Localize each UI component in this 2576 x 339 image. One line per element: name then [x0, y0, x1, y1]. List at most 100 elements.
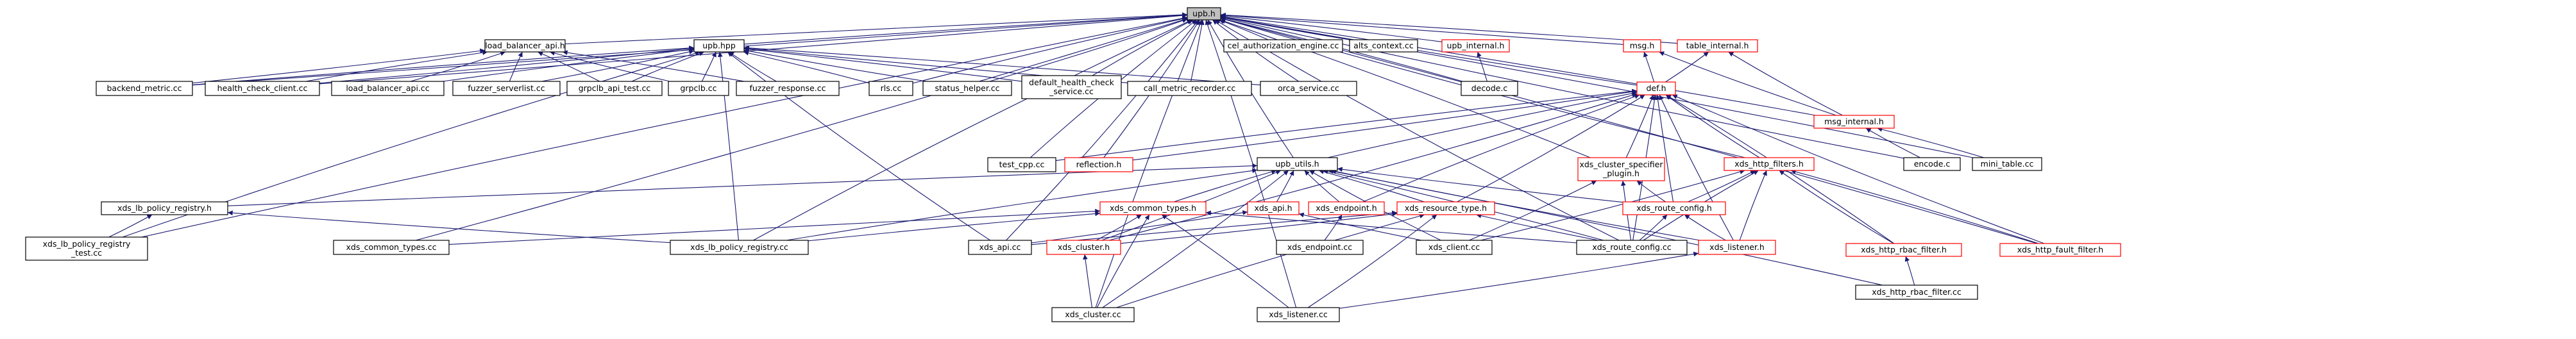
node-box[interactable]: [1127, 81, 1252, 96]
node-cel-authz[interactable]: cel_authorization_engine.cc: [1223, 39, 1343, 53]
node-box[interactable]: [1064, 157, 1133, 172]
node-box[interactable]: [331, 81, 445, 96]
node-alts-context[interactable]: alts_context.cc: [1349, 39, 1418, 53]
node-box[interactable]: [1187, 7, 1221, 21]
node-box[interactable]: [566, 81, 663, 96]
node-box[interactable]: [1999, 243, 2121, 257]
node-box[interactable]: [1698, 240, 1776, 255]
node-grpclb-cc[interactable]: grpclb.cc: [668, 81, 729, 96]
node-box[interactable]: [1903, 157, 1961, 171]
node-box[interactable]: [1416, 240, 1493, 255]
node-xds-cluster-cc[interactable]: xds_cluster.cc: [1051, 307, 1135, 322]
node-box[interactable]: [484, 39, 566, 53]
node-table-internal-h[interactable]: table_internal.h: [1677, 39, 1758, 53]
node-health-check-client[interactable]: health_check_client.cc: [205, 81, 320, 96]
node-box[interactable]: [1576, 240, 1688, 255]
node-box[interactable]: [670, 240, 809, 255]
node-box[interactable]: [1349, 39, 1418, 53]
node-xds-http-rbac-filter-cc[interactable]: xds_http_rbac_filter.cc: [1855, 285, 1978, 300]
node-box[interactable]: [1396, 201, 1495, 215]
node-xds-endpoint-cc[interactable]: xds_endpoint.cc: [1276, 240, 1364, 255]
node-status-helper[interactable]: status_helper.cc: [922, 81, 1012, 96]
node-xds-listener-h[interactable]: xds_listener.h: [1698, 240, 1776, 255]
node-box[interactable]: [1813, 115, 1895, 129]
node-xds-cluster-h[interactable]: xds_cluster.h: [1046, 240, 1121, 255]
node-xds-resource-type-h[interactable]: xds_resource_type.h: [1396, 201, 1495, 215]
node-box[interactable]: [1677, 39, 1758, 53]
node-box[interactable]: [1622, 201, 1726, 215]
node-box[interactable]: [968, 240, 1032, 255]
node-box[interactable]: [1972, 157, 2042, 171]
node-box[interactable]: [1257, 307, 1340, 322]
node-box[interactable]: [1257, 157, 1338, 171]
node-box[interactable]: [1441, 39, 1510, 53]
node-rls-cc[interactable]: rls.cc: [869, 81, 913, 96]
node-load-balancer-api-h[interactable]: load_balancer_api.h: [484, 39, 566, 53]
node-call-metric[interactable]: call_metric_recorder.cc: [1127, 81, 1252, 96]
node-default-health[interactable]: default_health_check_service.cc: [1021, 75, 1122, 99]
node-box[interactable]: [1724, 157, 1815, 171]
node-box[interactable]: [693, 39, 745, 53]
node-box[interactable]: [1021, 75, 1122, 99]
node-def-h[interactable]: def.h: [1636, 81, 1676, 95]
node-box[interactable]: [1855, 285, 1978, 300]
node-xds-http-rbac-filter-h[interactable]: xds_http_rbac_filter.h: [1845, 243, 1962, 257]
node-box[interactable]: [1577, 157, 1665, 181]
node-xds-lb-policy-registry-cc[interactable]: xds_lb_policy_registry.cc: [670, 240, 809, 255]
node-xds-listener-cc[interactable]: xds_listener.cc: [1257, 307, 1340, 322]
node-xds-route-config-cc[interactable]: xds_route_config.cc: [1576, 240, 1688, 255]
node-box[interactable]: [922, 81, 1012, 96]
node-box[interactable]: [668, 81, 729, 96]
node-msg-h[interactable]: msg.h: [1623, 39, 1661, 53]
node-fuzzer-response[interactable]: fuzzer_response.cc: [736, 81, 840, 96]
node-xds-lb-policy-registry-test[interactable]: xds_lb_policy_registry_test.cc: [25, 236, 148, 261]
node-box[interactable]: [1845, 243, 1962, 257]
node-box[interactable]: [1636, 81, 1676, 95]
node-xds-cluster-specifier-plugin-h[interactable]: xds_cluster_specifier_plugin.h: [1577, 157, 1665, 181]
node-load-balancer-api-cc[interactable]: load_balancer_api.cc: [331, 81, 445, 96]
node-box[interactable]: [101, 201, 228, 215]
node-box[interactable]: [1099, 201, 1207, 215]
node-box[interactable]: [987, 157, 1056, 172]
node-test-cpp[interactable]: test_cpp.cc: [987, 157, 1056, 172]
node-box[interactable]: [452, 81, 561, 96]
node-xds-api-cc[interactable]: xds_api.cc: [968, 240, 1032, 255]
node-msg-internal-h[interactable]: msg_internal.h: [1813, 115, 1895, 129]
node-xds-common-types-cc[interactable]: xds_common_types.cc: [333, 240, 450, 255]
node-fuzzer-serverlist[interactable]: fuzzer_serverlist.cc: [452, 81, 561, 96]
node-box[interactable]: [96, 81, 193, 96]
node-xds-http-filters-h[interactable]: xds_http_filters.h: [1724, 157, 1815, 171]
node-xds-common-types-h[interactable]: xds_common_types.h: [1099, 201, 1207, 215]
node-upb-hpp[interactable]: upb.hpp: [693, 39, 745, 53]
node-upb-h[interactable]: upb.h: [1187, 7, 1221, 21]
node-encode-c[interactable]: encode.c: [1903, 157, 1961, 171]
node-box[interactable]: [1308, 201, 1385, 215]
node-box[interactable]: [1260, 81, 1357, 96]
node-decode-c[interactable]: decode.c: [1461, 81, 1518, 96]
node-box[interactable]: [1051, 307, 1135, 322]
node-xds-lb-policy-registry-h[interactable]: xds_lb_policy_registry.h: [101, 201, 228, 215]
node-box[interactable]: [25, 236, 148, 261]
node-upb-internal-h[interactable]: upb_internal.h: [1441, 39, 1510, 53]
node-backend-metric[interactable]: backend_metric.cc: [96, 81, 193, 96]
node-xds-endpoint-h[interactable]: xds_endpoint.h: [1308, 201, 1385, 215]
node-reflection-h[interactable]: reflection.h: [1064, 157, 1133, 172]
node-xds-api-h[interactable]: xds_api.h: [1247, 201, 1300, 215]
node-orca-service[interactable]: orca_service.cc: [1260, 81, 1357, 96]
node-box[interactable]: [1461, 81, 1518, 96]
node-box[interactable]: [333, 240, 450, 255]
node-xds-client-cc[interactable]: xds_client.cc: [1416, 240, 1493, 255]
node-mini-table[interactable]: mini_table.cc: [1972, 157, 2042, 171]
node-box[interactable]: [1046, 240, 1121, 255]
node-upb-utils-h[interactable]: upb_utils.h: [1257, 157, 1338, 171]
node-xds-http-fault-filter-h[interactable]: xds_http_fault_filter.h: [1999, 243, 2121, 257]
node-xds-route-config-h[interactable]: xds_route_config.h: [1622, 201, 1726, 215]
node-box[interactable]: [205, 81, 320, 96]
node-box[interactable]: [1623, 39, 1661, 53]
node-box[interactable]: [736, 81, 840, 96]
node-box[interactable]: [1247, 201, 1300, 215]
node-box[interactable]: [1276, 240, 1364, 255]
node-grpclb-api-test[interactable]: grpclb_api_test.cc: [566, 81, 663, 96]
node-box[interactable]: [1223, 39, 1343, 53]
node-box[interactable]: [869, 81, 913, 96]
